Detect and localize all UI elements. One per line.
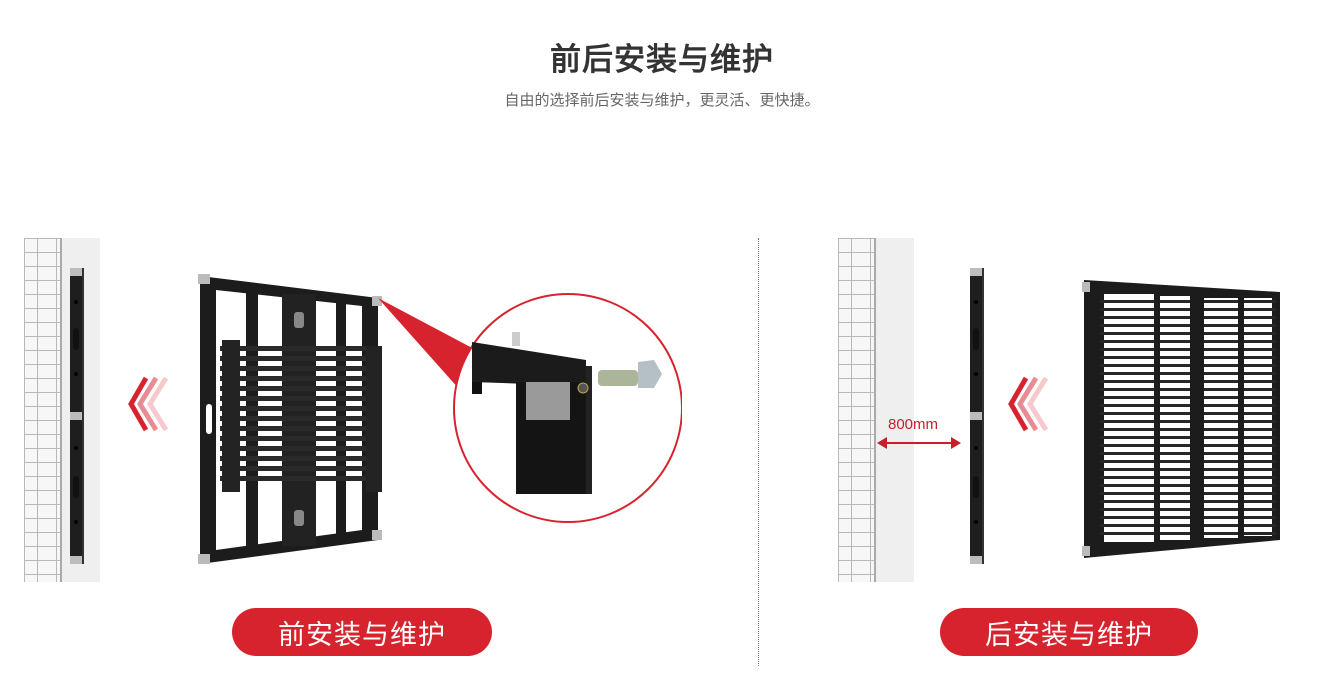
install-direction-chevrons-icon: [128, 376, 169, 432]
side-view-panel: [70, 268, 84, 564]
rear-install-button[interactable]: 后安装与维护: [940, 608, 1198, 656]
zoom-callout-bolt-detail: [378, 293, 682, 523]
page-title: 前后安装与维护: [550, 42, 774, 78]
led-panel-rear-illustration: [1082, 280, 1280, 558]
side-view-panel: [970, 268, 984, 564]
led-panel-front-illustration: [198, 274, 382, 564]
page-subtitle: 自由的选择前后安装与维护，更灵活、更快捷。: [504, 91, 820, 109]
section-divider: [758, 238, 759, 666]
brick-wall: [838, 238, 876, 582]
install-direction-chevrons-icon: [1008, 376, 1049, 432]
brick-wall: [24, 238, 62, 582]
double-arrow-icon: [877, 437, 961, 449]
dimension-label: 800mm: [888, 416, 939, 433]
front-install-button[interactable]: 前安装与维护: [232, 608, 492, 656]
wall-gap-area: [876, 238, 914, 582]
